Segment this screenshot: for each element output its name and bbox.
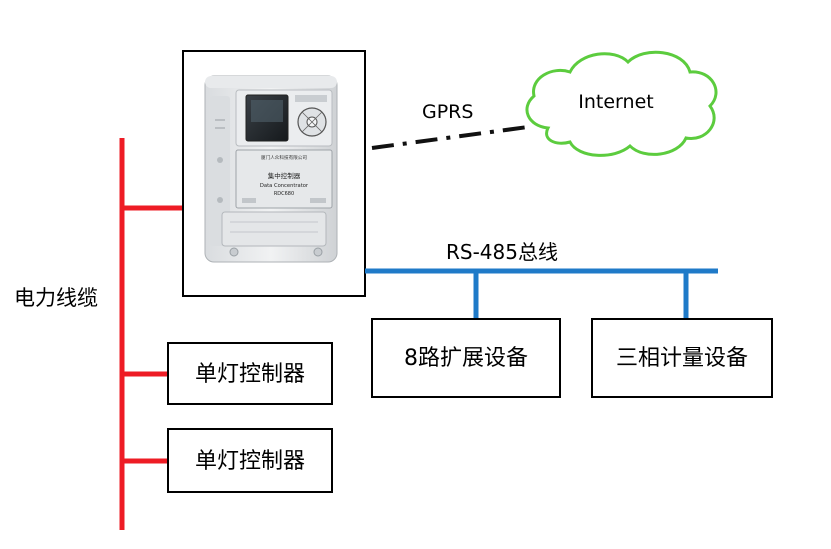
device-model: RDC680	[274, 191, 294, 197]
three-phase-meter-node: 三相计量设备	[591, 318, 773, 398]
power-lines	[119, 138, 184, 530]
lamp-controller-label-1: 单灯控制器	[195, 362, 305, 387]
lamp-controller-label-2: 单灯控制器	[195, 449, 305, 474]
three-phase-meter-label: 三相计量设备	[616, 346, 748, 371]
expansion-device-label: 8路扩展设备	[404, 346, 528, 371]
device-brand-text: 厦门人众科技有限公司	[261, 154, 307, 161]
lamp-controller-node-1: 单灯控制器	[167, 342, 333, 405]
internet-label: Internet	[578, 91, 653, 113]
lamp-controller-node-2: 单灯控制器	[167, 428, 333, 493]
rs485-bus	[365, 268, 718, 319]
gprs-link-line	[371, 125, 529, 150]
device-panel	[235, 149, 333, 209]
internet-cloud: Internet	[525, 50, 718, 157]
device-title-en: Data Concentrator	[260, 183, 309, 189]
data-concentrator-device: 厦门人众科技有限公司 集中控制器 Data Concentrator RDC68…	[204, 75, 338, 263]
power-cable-label: 电力线缆	[14, 286, 98, 310]
expansion-device-node: 8路扩展设备	[371, 318, 561, 398]
device-title-cn: 集中控制器	[268, 171, 301, 180]
rs485-label: RS-485总线	[446, 240, 558, 264]
gprs-label: GPRS	[422, 101, 473, 123]
